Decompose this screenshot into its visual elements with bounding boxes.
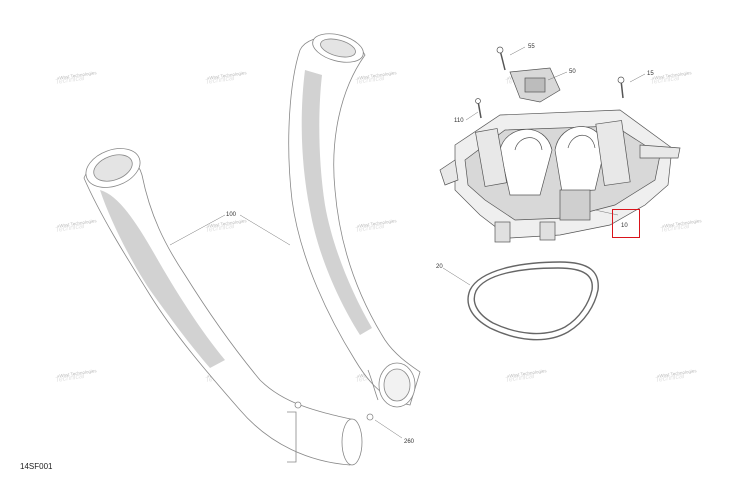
svg-text:+Wast Technologies: +Wast Technologies — [206, 218, 247, 229]
part-label-260: 260 — [404, 439, 415, 445]
part-label-20: 20 — [436, 264, 443, 270]
svg-text:Technical: Technical — [650, 75, 680, 86]
svg-text:+Wast Technologies: +Wast Technologies — [506, 368, 547, 379]
part-label-50: 50 — [569, 69, 576, 75]
svg-text:Technical: Technical — [205, 75, 235, 86]
part-label-10: 10 — [621, 223, 628, 229]
part-label-110: 110 — [454, 118, 464, 124]
left-hose — [83, 148, 363, 466]
svg-text:Technical: Technical — [505, 373, 535, 384]
svg-text:Technical: Technical — [55, 373, 85, 384]
diagram-code: 14SF001 — [20, 462, 53, 471]
svg-text:+Wast Technologies: +Wast Technologies — [56, 218, 97, 229]
part-label-100: 100 — [226, 212, 237, 218]
svg-text:+Wast Technologies: +Wast Technologies — [356, 218, 397, 229]
svg-text:+Wast Technologies: +Wast Technologies — [661, 218, 702, 229]
intake-manifold — [439, 46, 681, 243]
svg-text:Technical: Technical — [55, 223, 85, 234]
part-labels: 55 50 15 110 10 20 100 260 — [226, 44, 654, 445]
highlight-box — [612, 209, 640, 238]
part-label-55: 55 — [528, 44, 535, 50]
svg-text:Technical: Technical — [355, 223, 385, 234]
svg-text:Technical: Technical — [55, 75, 85, 86]
leader-lines — [169, 46, 646, 439]
svg-text:Technical: Technical — [655, 373, 685, 384]
gasket — [467, 261, 599, 341]
svg-text:Technical: Technical — [660, 223, 690, 234]
svg-text:+Wast Technologies: +Wast Technologies — [206, 70, 247, 81]
svg-text:+Wast Technologies: +Wast Technologies — [656, 368, 697, 379]
svg-text:Technical: Technical — [355, 75, 385, 86]
svg-text:+Wast Technologies: +Wast Technologies — [56, 368, 97, 379]
part-label-15: 15 — [647, 71, 654, 77]
svg-text:+Wast Technologies: +Wast Technologies — [356, 70, 397, 81]
svg-text:+Wast Technologies: +Wast Technologies — [651, 70, 692, 81]
svg-text:+Wast Technologies: +Wast Technologies — [56, 70, 97, 81]
right-hose — [288, 33, 421, 421]
svg-text:Technical: Technical — [205, 223, 235, 234]
